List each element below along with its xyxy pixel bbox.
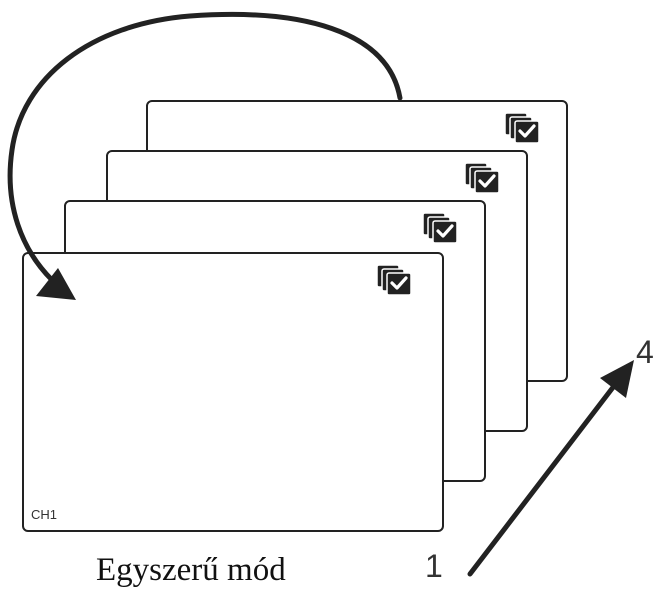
- sequence-check-icon: [504, 112, 544, 146]
- sequence-check-icon: [422, 212, 462, 246]
- range-end-number: 4: [636, 334, 654, 370]
- curved-arrow-icon: [7, 11, 403, 300]
- channel-label: CH1: [31, 507, 58, 522]
- sequence-check-icon: [376, 264, 416, 298]
- channel-screen-1: CH1: [22, 252, 444, 532]
- sequence-check-icon: [464, 162, 504, 196]
- mode-caption: Egyszerű mód: [96, 552, 286, 588]
- range-start-number: 1: [425, 548, 443, 584]
- diagonal-arrow-icon: [467, 360, 634, 577]
